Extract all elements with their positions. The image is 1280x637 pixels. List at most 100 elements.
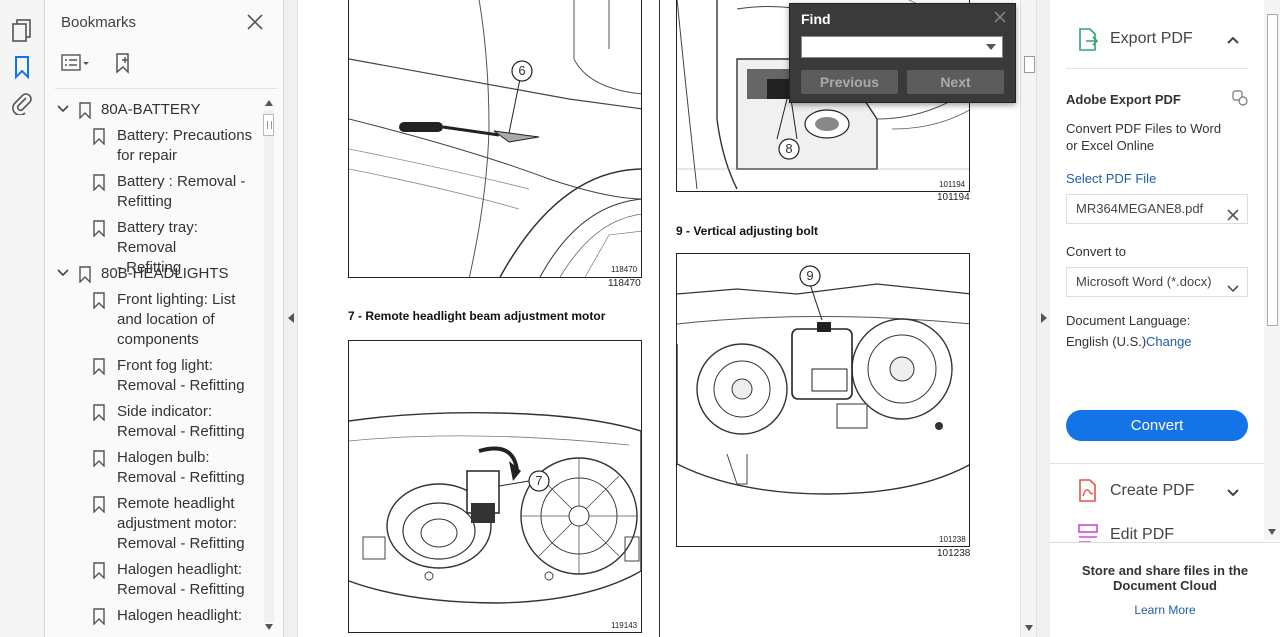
bookmark-item[interactable]: Halogen bulb:Removal - Refitting bbox=[45, 448, 261, 488]
document-scrollbar[interactable] bbox=[1020, 0, 1036, 637]
bookmark-item[interactable]: Side indicator:Removal - Refitting bbox=[45, 402, 261, 442]
page-thumbnails-icon[interactable] bbox=[9, 18, 35, 44]
bookmark-label: Front fog light:Removal - Refitting bbox=[117, 356, 245, 396]
bookmark-item[interactable]: Battery : Removal -Refitting bbox=[45, 172, 261, 212]
bookmark-label-line: adjustment motor: bbox=[117, 515, 238, 532]
edit-pdf-icon bbox=[1077, 523, 1099, 542]
bookmark-icon bbox=[93, 128, 105, 145]
bookmark-label-line: Battery tray: Removal bbox=[117, 219, 198, 256]
callout-number: 6 bbox=[518, 63, 526, 78]
bookmark-section[interactable]: 80B-HEADLIGHTS bbox=[45, 264, 261, 284]
find-title: Find bbox=[801, 11, 831, 27]
convert-button[interactable]: Convert bbox=[1066, 410, 1248, 441]
callout-number: 7 bbox=[535, 473, 543, 488]
figure-reference: 101194 bbox=[937, 192, 970, 203]
bookmark-item[interactable]: Battery tray: Removal - Refitting bbox=[45, 218, 261, 276]
bookmark-icon bbox=[93, 358, 105, 375]
learn-more-link[interactable]: Learn More bbox=[1134, 603, 1196, 617]
export-pdf-header[interactable]: Export PDF bbox=[1050, 28, 1264, 51]
bookmark-label: Halogen headlight:Removal - Refitting bbox=[117, 560, 245, 600]
bookmark-label: Battery : Removal -Refitting bbox=[117, 172, 245, 212]
edit-pdf-label: Edit PDF bbox=[1110, 526, 1175, 542]
language-label: Document Language: bbox=[1066, 313, 1191, 328]
close-icon[interactable] bbox=[245, 12, 265, 32]
change-language-link[interactable]: Change bbox=[1146, 334, 1192, 349]
bookmark-label-line: 80B-HEADLIGHTS bbox=[101, 265, 229, 282]
bookmark-label-line: Side indicator: bbox=[117, 403, 213, 420]
close-icon[interactable] bbox=[1227, 203, 1239, 231]
create-pdf-tool[interactable]: Create PDF bbox=[1050, 479, 1264, 503]
chevron-down-icon[interactable] bbox=[1227, 485, 1239, 503]
bookmark-label-line: Battery: Precautions bbox=[117, 127, 253, 144]
previous-button[interactable]: Previous bbox=[801, 70, 898, 94]
bookmark-label-line: Front lighting: List bbox=[117, 291, 236, 308]
scroll-down-icon[interactable] bbox=[1025, 625, 1033, 631]
bookmark-label: Halogen bulb:Removal - Refitting bbox=[117, 448, 245, 488]
column-divider bbox=[659, 0, 660, 637]
next-button[interactable]: Next bbox=[907, 70, 1004, 94]
description-line-2: or Excel Online bbox=[1066, 138, 1155, 153]
add-bookmark-icon[interactable] bbox=[113, 52, 135, 79]
bookmark-label-line: Removal - Refitting bbox=[117, 535, 245, 552]
options-menu-icon[interactable] bbox=[61, 53, 91, 78]
attachments-icon[interactable] bbox=[9, 90, 35, 116]
bookmark-label-line: Removal - Refitting bbox=[117, 581, 245, 598]
selected-file-field[interactable]: MR364MEGANE8.pdf bbox=[1066, 194, 1248, 224]
chevron-right-icon[interactable] bbox=[1041, 313, 1047, 323]
figure-reference: 118470 bbox=[608, 278, 641, 289]
bookmarks-scrollbar[interactable] bbox=[261, 96, 277, 636]
bookmark-label-line: - Refitting bbox=[117, 259, 182, 276]
info-icon[interactable] bbox=[1232, 90, 1248, 111]
scroll-thumb[interactable] bbox=[1267, 14, 1278, 326]
collapse-right-pane[interactable] bbox=[1036, 0, 1050, 637]
scroll-down-icon[interactable] bbox=[1268, 529, 1276, 535]
format-select[interactable]: Microsoft Word (*.docx) bbox=[1066, 267, 1248, 297]
bookmark-item[interactable]: Halogen headlight: bbox=[45, 606, 261, 626]
chevron-up-icon[interactable] bbox=[1227, 32, 1239, 50]
bookmark-icon bbox=[79, 266, 91, 283]
chevron-down-icon[interactable] bbox=[1227, 276, 1239, 304]
chevron-down-icon[interactable] bbox=[57, 267, 69, 279]
close-icon[interactable] bbox=[993, 10, 1007, 24]
chevron-left-icon[interactable] bbox=[288, 313, 294, 323]
document-cloud-promo: Store and share files in the Document Cl… bbox=[1050, 542, 1280, 637]
bookmark-item[interactable]: Remote headlight adjustment motor: Removal… bbox=[45, 494, 261, 554]
bookmark-section[interactable]: 80A-BATTERY bbox=[45, 100, 261, 120]
scroll-track[interactable] bbox=[264, 110, 274, 622]
scroll-up-icon[interactable] bbox=[265, 100, 273, 106]
find-input[interactable] bbox=[801, 36, 1003, 58]
collapse-left-pane[interactable] bbox=[284, 0, 298, 637]
select-pdf-link[interactable]: Select PDF File bbox=[1066, 171, 1157, 186]
bookmark-label: Remote headlight adjustment motor: Removal… bbox=[117, 494, 245, 554]
bookmark-label-line: Halogen headlight: bbox=[117, 607, 243, 624]
create-pdf-icon bbox=[1077, 479, 1099, 508]
divider bbox=[55, 88, 277, 89]
scroll-down-icon[interactable] bbox=[265, 624, 273, 630]
bookmarks-icon[interactable] bbox=[9, 54, 35, 80]
chevron-down-icon[interactable] bbox=[986, 44, 996, 50]
bookmark-label-line: and location of bbox=[117, 311, 215, 328]
bookmark-label-line: Remote headlight bbox=[117, 495, 235, 512]
tool-rail bbox=[0, 0, 45, 637]
tools-pane-scrollbar[interactable] bbox=[1264, 0, 1280, 540]
edit-pdf-tool[interactable]: Edit PDF bbox=[1050, 523, 1264, 542]
bookmark-icon bbox=[79, 102, 91, 119]
chevron-down-icon[interactable] bbox=[57, 103, 69, 115]
bookmark-label-line: 80A-BATTERY bbox=[101, 101, 201, 118]
bookmark-icon bbox=[93, 562, 105, 579]
bookmark-item[interactable]: Front fog light:Removal - Refitting bbox=[45, 356, 261, 396]
document-view[interactable]: 118470 6 118470 7 - Remote headlight bea… bbox=[298, 0, 1020, 637]
bookmark-item[interactable]: Halogen headlight:Removal - Refitting bbox=[45, 560, 261, 600]
bookmark-icon bbox=[93, 220, 105, 237]
scroll-thumb[interactable] bbox=[263, 114, 274, 136]
scroll-thumb[interactable] bbox=[1024, 56, 1035, 73]
figure-code: 118470 bbox=[611, 265, 638, 274]
file-name: MR364MEGANE8.pdf bbox=[1076, 201, 1204, 216]
bookmark-icon bbox=[93, 174, 105, 191]
format-value: Microsoft Word (*.docx) bbox=[1076, 274, 1212, 289]
